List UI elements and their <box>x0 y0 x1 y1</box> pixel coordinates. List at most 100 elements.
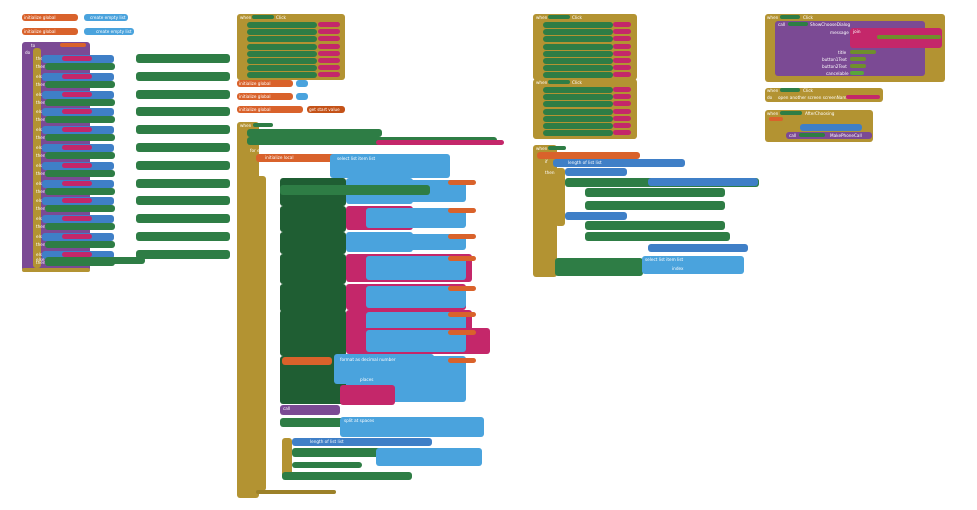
rm-set-b-3[interactable] <box>543 108 613 115</box>
select-list-item-block-a[interactable] <box>330 154 450 178</box>
mid-set-decimal[interactable] <box>282 357 332 365</box>
rm-set-a-7[interactable] <box>543 72 613 79</box>
component-pill-1[interactable] <box>252 15 274 19</box>
rm-get-a-7[interactable] <box>613 72 631 78</box>
nested-compare-1[interactable] <box>565 168 627 176</box>
select-list-item-h[interactable] <box>642 256 744 274</box>
left-set-8[interactable] <box>136 196 230 206</box>
mid-section-select-4[interactable] <box>366 286 466 308</box>
left-get-pill-11[interactable] <box>62 251 92 257</box>
rm-get-a-3[interactable] <box>613 43 631 49</box>
left-set-b-1[interactable] <box>45 80 115 88</box>
length-block-h1[interactable] <box>648 178 758 186</box>
mid-section-select-2[interactable] <box>366 234 466 250</box>
rm-set-b-0[interactable] <box>543 87 613 93</box>
mid-section-set-6[interactable] <box>280 328 346 356</box>
left-set-5[interactable] <box>136 143 230 152</box>
left-set-b-4[interactable] <box>45 134 115 142</box>
compare-block[interactable] <box>553 159 685 167</box>
mid-section-get-0[interactable] <box>448 180 476 185</box>
choice-param-pill[interactable] <box>769 117 783 121</box>
init-global-block-1[interactable] <box>22 14 78 21</box>
mid-section-get-1[interactable] <box>448 208 476 213</box>
rm-set-b-6[interactable] <box>543 130 613 137</box>
mid-section-get-6[interactable] <box>448 330 476 335</box>
mid-get-0[interactable] <box>318 22 340 27</box>
rm-set-b-1[interactable] <box>543 94 613 101</box>
left-set-b-6[interactable] <box>45 169 115 177</box>
mid-set-4[interactable] <box>247 50 317 57</box>
mid-set-1[interactable] <box>247 29 317 36</box>
mid-set-7[interactable] <box>247 72 317 79</box>
mid-get-2[interactable] <box>318 36 340 42</box>
screen-pill[interactable] <box>253 123 273 127</box>
screen-name-pill[interactable] <box>846 95 880 99</box>
title-text-pill[interactable] <box>850 50 876 54</box>
init-global-block-2[interactable] <box>22 28 78 35</box>
rm-set-a-1[interactable] <box>543 29 613 36</box>
nested-if-1[interactable] <box>555 168 565 226</box>
phone-call-pill[interactable] <box>799 133 825 137</box>
create-empty-list-block-2[interactable] <box>84 28 134 35</box>
rm-get-a-6[interactable] <box>613 65 631 71</box>
json-text-pill[interactable] <box>376 140 504 145</box>
left-set-10[interactable] <box>136 232 230 241</box>
rm-set-a-4[interactable] <box>543 50 613 57</box>
rm-set-a-2[interactable] <box>543 36 613 43</box>
hang-component-pill[interactable] <box>548 146 566 150</box>
call-procedure-block[interactable] <box>280 405 340 415</box>
mid-section-select-5[interactable] <box>366 312 466 332</box>
left-set-1[interactable] <box>136 71 230 81</box>
split-select-block[interactable] <box>340 417 484 437</box>
left-set-b-10[interactable] <box>45 241 115 248</box>
component-pill-4[interactable] <box>780 15 800 19</box>
component-pill-5[interactable] <box>780 88 800 92</box>
rm-get-b-1[interactable] <box>613 94 631 100</box>
rm-get-b-2[interactable] <box>613 101 631 107</box>
left-set-9[interactable] <box>136 214 230 224</box>
rm-get-b-0[interactable] <box>613 87 631 92</box>
hang-params[interactable] <box>537 152 640 159</box>
rm-set-b-5[interactable] <box>543 123 613 129</box>
mid-set-row-extra-1[interactable] <box>280 185 430 195</box>
hang-if-block[interactable] <box>543 159 553 271</box>
set-web-block[interactable] <box>247 129 382 137</box>
if-block-spine[interactable] <box>33 48 41 268</box>
set-row-h2[interactable] <box>585 188 725 197</box>
set-row-h6[interactable] <box>555 258 643 276</box>
left-set-6[interactable] <box>136 160 230 170</box>
init-global-block-4[interactable] <box>237 93 293 100</box>
left-get-pill-4[interactable] <box>62 127 92 133</box>
left-get-pill-10[interactable] <box>62 234 92 239</box>
left-get-pill-2[interactable] <box>62 91 92 97</box>
inner-if-block[interactable] <box>282 438 292 478</box>
rm-set-a-6[interactable] <box>543 65 613 72</box>
message-get-pill[interactable] <box>877 41 907 45</box>
left-set-b-5[interactable] <box>45 152 115 159</box>
left-get-pill-1[interactable] <box>62 73 92 79</box>
inner-set-a[interactable] <box>292 448 382 457</box>
after-compare-block[interactable] <box>800 124 862 131</box>
left-set-b-2[interactable] <box>45 98 115 106</box>
mid-section-select-1[interactable] <box>366 208 466 228</box>
mid-set-3[interactable] <box>247 43 317 50</box>
left-else-set[interactable] <box>45 257 145 264</box>
left-set-2[interactable] <box>136 89 230 99</box>
set-row-h3[interactable] <box>585 201 725 210</box>
rm-set-b-2[interactable] <box>543 101 613 108</box>
left-set-b-9[interactable] <box>45 223 115 231</box>
rm-get-b-4[interactable] <box>613 115 631 121</box>
number-block-1[interactable] <box>296 80 308 87</box>
create-empty-list-block-1[interactable] <box>84 14 128 21</box>
inner-select-block[interactable] <box>376 448 482 466</box>
mid-set-0[interactable] <box>247 22 317 28</box>
rm-get-b-5[interactable] <box>613 123 631 128</box>
left-get-pill-6[interactable] <box>62 162 92 168</box>
set-split-row[interactable] <box>280 418 370 427</box>
mid-section-select-6[interactable] <box>366 330 466 352</box>
procedure-name-pill[interactable] <box>60 43 86 47</box>
after-if-block[interactable] <box>772 124 780 138</box>
mid-get-1[interactable] <box>318 29 340 35</box>
call-make-phone-call[interactable] <box>786 132 872 139</box>
